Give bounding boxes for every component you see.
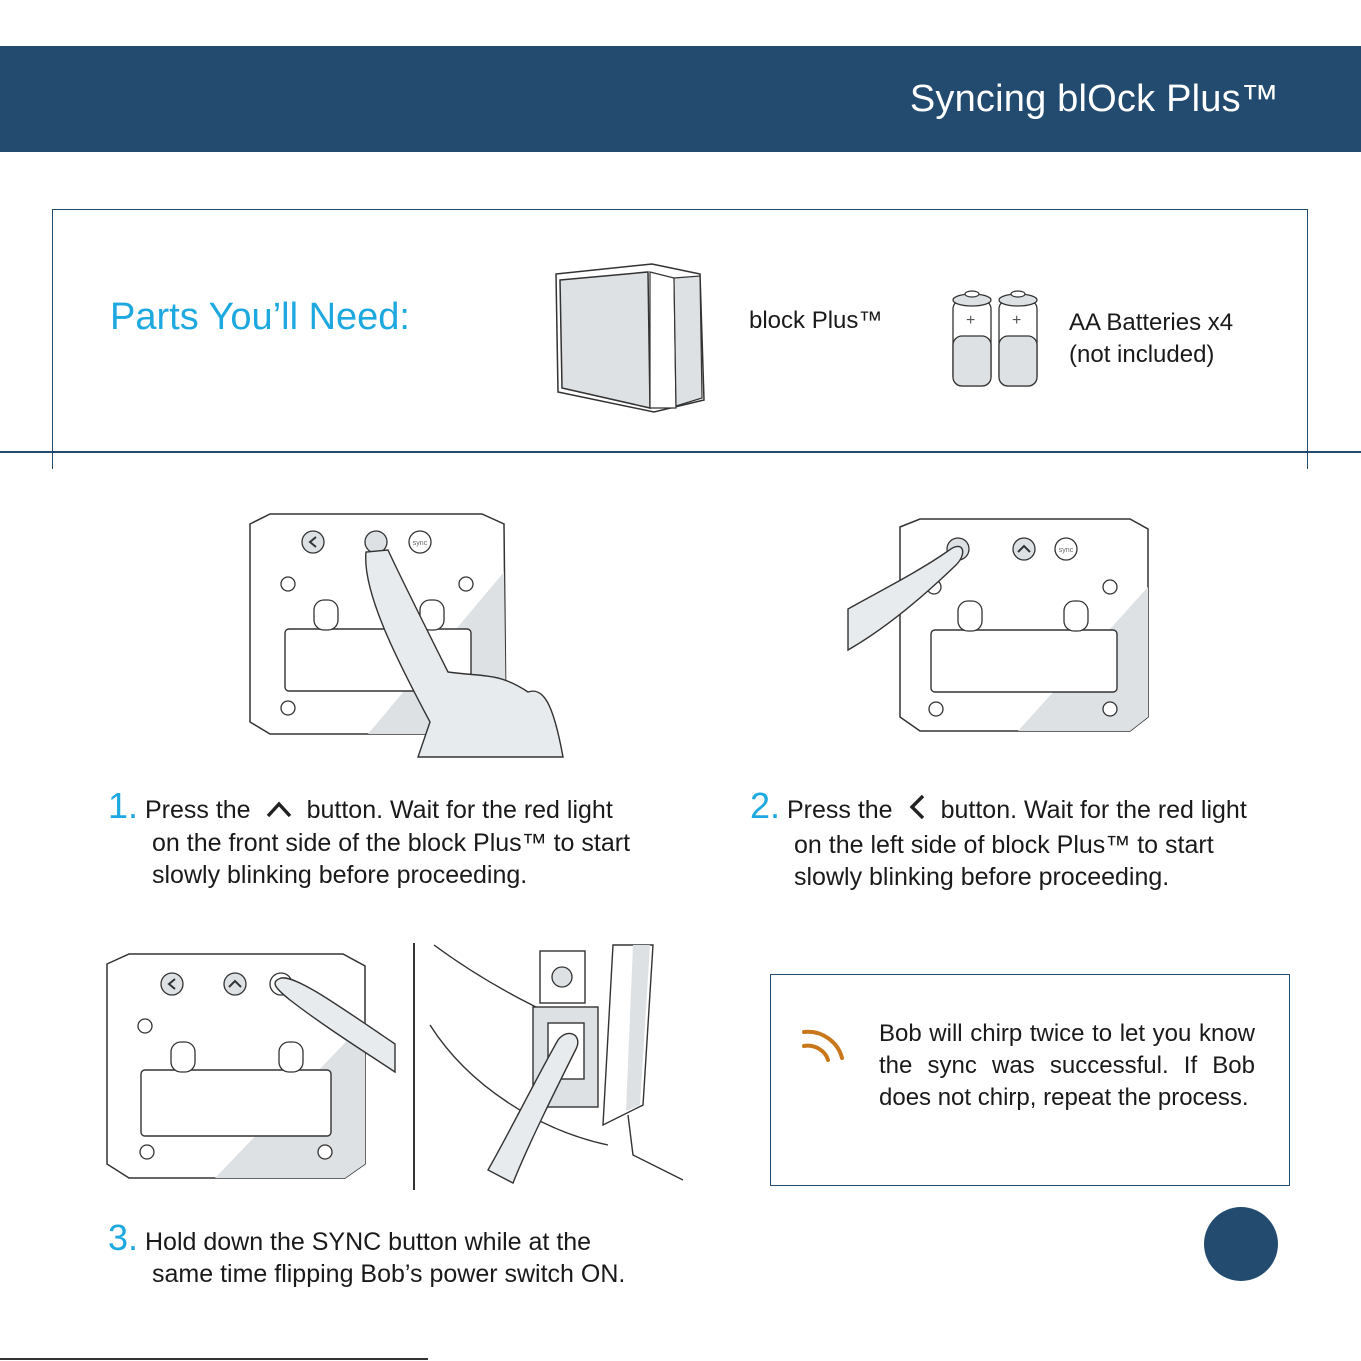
batteries-label-line1: AA Batteries x4 xyxy=(1069,309,1234,336)
sync-button-label: sync xyxy=(413,540,428,547)
step-1-text-start: Press the xyxy=(144,796,251,824)
step-2-line2: on the left side of block Plus™ to start xyxy=(794,831,1214,860)
chirp-note-box xyxy=(770,974,1290,1186)
step-3: 3. Hold down the SYNC button while at th… xyxy=(108,1220,626,1290)
parts-title: Parts You’ll Need: xyxy=(110,296,410,338)
page-marker xyxy=(1204,1207,1278,1281)
step-2-text-start: Press the xyxy=(786,796,893,824)
chevron-up-icon xyxy=(265,795,293,827)
block-plus-image xyxy=(555,263,705,413)
step2-image: sync xyxy=(847,518,1149,732)
step-3-number: 3. xyxy=(108,1217,139,1258)
step-1-line2: on the front side of the block Plus™ to … xyxy=(152,829,631,858)
step1-image: sync xyxy=(249,513,564,758)
sync-button-label: sync xyxy=(1059,547,1074,554)
parts-box xyxy=(52,209,1308,469)
batteries-image: + + xyxy=(952,290,1038,387)
step-1-number: 1. xyxy=(108,785,139,826)
chirp-note-text: Bob will chirp twice to let you know the… xyxy=(879,1020,1255,1111)
block-plus-label: block Plus™ xyxy=(749,307,883,334)
step-3-line2: same time flipping Bob’s power switch ON… xyxy=(152,1260,626,1288)
footer-rule xyxy=(0,1358,428,1360)
parts-divider xyxy=(0,451,1361,453)
step3-device-image xyxy=(106,953,396,1179)
step-1-line3: slowly blinking before proceeding. xyxy=(152,861,528,890)
page-title: Syncing blOck Plus™ xyxy=(909,78,1279,120)
chevron-left-icon xyxy=(907,793,927,829)
batteries-label-line2: (not included) xyxy=(1069,341,1215,368)
svg-text:+: + xyxy=(1012,312,1021,329)
sound-waves-icon xyxy=(802,1029,844,1062)
step-3-line1: Hold down the SYNC button while at the xyxy=(144,1228,592,1256)
step-2-text-end: button. Wait for the red light xyxy=(940,796,1247,824)
svg-text:+: + xyxy=(966,312,975,329)
step-1-text-end: button. Wait for the red light xyxy=(306,796,613,824)
step-2: 2. Press the button. Wait for the red lig… xyxy=(750,788,1247,893)
step-2-line3: slowly blinking before proceeding. xyxy=(794,863,1170,892)
header-bar xyxy=(0,46,1361,152)
step-2-number: 2. xyxy=(750,785,781,826)
step-1: 1. Press the button. Wait for the red lig… xyxy=(108,788,631,891)
step3-switch-image xyxy=(429,944,684,1184)
image-divider xyxy=(413,943,415,1190)
batteries-label: AA Batteries x4 (not included) xyxy=(1069,307,1233,371)
